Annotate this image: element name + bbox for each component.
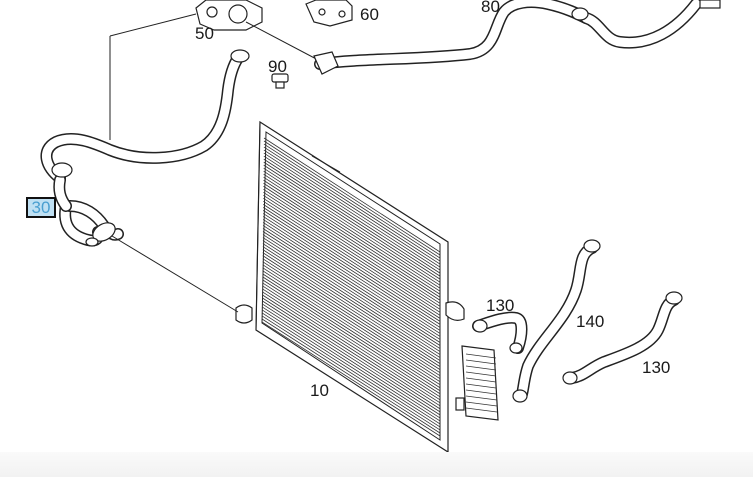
label-hose-140: 140 (576, 312, 604, 331)
label-radiator: 10 (310, 381, 329, 400)
hose-130-bottom-right (562, 291, 683, 385)
hose-30 (59, 200, 239, 313)
bracket-60 (305, 0, 353, 27)
label-hose-30: 30 (31, 198, 51, 217)
hose-130-center (472, 311, 528, 354)
hose-140 (512, 239, 601, 403)
label-water-pump: 50 (195, 24, 214, 43)
upper-left-hose (40, 13, 250, 212)
radiator (235, 120, 465, 454)
highlighted-part-callout: 30 (26, 197, 56, 218)
label-hose-130-bottom: 130 (642, 358, 670, 377)
label-hose-130-center: 130 (486, 296, 514, 315)
bottom-fade-strip (0, 452, 753, 477)
hose-80 (313, 0, 721, 75)
water-pump-50 (195, 0, 323, 63)
label-sensor: 90 (268, 57, 287, 76)
label-bracket: 60 (360, 5, 379, 24)
oil-cooler (455, 345, 499, 421)
label-hose-80: 80 (481, 0, 500, 16)
sensor-90 (271, 73, 289, 89)
